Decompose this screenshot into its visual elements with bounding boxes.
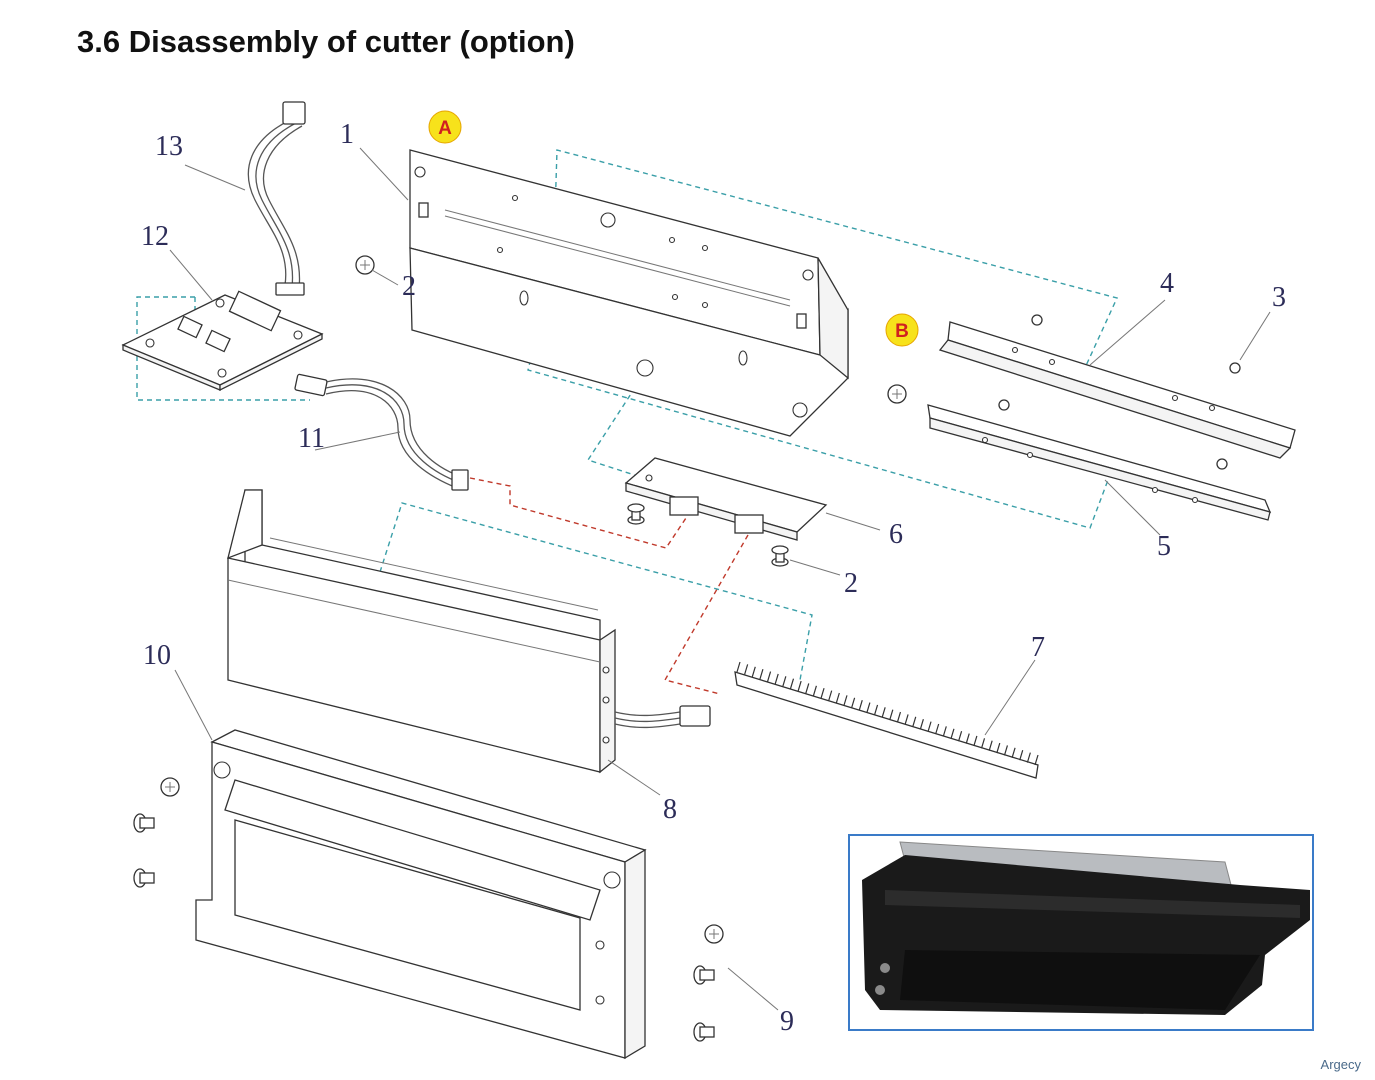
blade-tooth xyxy=(1034,754,1039,766)
connector-13-top xyxy=(282,101,306,125)
blade-tooth xyxy=(782,676,787,687)
part-12-pcb xyxy=(121,249,324,392)
part-11-cable xyxy=(294,373,469,491)
blade-tooth xyxy=(1011,747,1016,759)
part-6-sensor-board xyxy=(624,457,881,541)
blade-tooth xyxy=(881,707,886,718)
callout-2b: 2 xyxy=(844,568,858,599)
blade-tooth xyxy=(812,685,817,697)
callout-4: 4 xyxy=(1160,268,1174,299)
blade-tooth xyxy=(927,721,932,732)
part-5-rail xyxy=(927,404,1272,536)
callout-13: 13 xyxy=(155,131,183,162)
part-9-screws xyxy=(133,777,779,1042)
blade-tooth xyxy=(1026,752,1031,763)
blade-tooth xyxy=(835,692,840,704)
blade-tooth xyxy=(980,738,986,749)
part-2-screws xyxy=(355,255,907,576)
blade-tooth xyxy=(820,688,825,699)
callout-11: 11 xyxy=(298,423,325,454)
blade-tooth xyxy=(851,697,856,708)
blade-tooth xyxy=(973,735,978,747)
watermark: Argecy xyxy=(1320,1057,1361,1072)
blade-tooth xyxy=(988,740,993,751)
blade-tooth xyxy=(789,678,795,689)
cutter-photo-inset xyxy=(848,834,1314,1031)
callout-9: 9 xyxy=(780,1006,794,1037)
callout-3: 3 xyxy=(1272,282,1286,313)
blade-tooth xyxy=(866,702,871,713)
part-1-bracket xyxy=(359,147,849,437)
callout-7: 7 xyxy=(1031,632,1045,663)
blade-tooth xyxy=(858,699,863,711)
blade-tooth xyxy=(942,726,947,737)
blade-tooth xyxy=(904,714,909,725)
blade-tooth xyxy=(843,695,848,706)
blade-tooth xyxy=(965,733,970,744)
part-10-frame xyxy=(174,669,647,1060)
badge-b: B xyxy=(885,313,919,347)
blade-tooth xyxy=(889,709,894,720)
part-7-blade xyxy=(734,659,1039,779)
callout-10: 10 xyxy=(143,640,171,671)
callout-12: 12 xyxy=(141,221,169,252)
badge-a: A xyxy=(428,110,462,144)
blade-tooth xyxy=(736,661,741,673)
connector-13-bottom xyxy=(275,282,305,296)
red-guide-lines xyxy=(469,477,749,695)
part-8-cutter-body xyxy=(227,489,711,796)
blade-tooth xyxy=(912,716,917,728)
blade-tooth xyxy=(744,664,749,675)
page-title: 3.6 Disassembly of cutter (option) xyxy=(77,24,575,59)
blade-tooth xyxy=(950,728,955,739)
part-13-cable xyxy=(184,101,306,296)
blade-tooth xyxy=(919,719,924,730)
part-4-rail xyxy=(938,299,1296,459)
callout-8: 8 xyxy=(663,794,677,825)
blade-tooth xyxy=(873,704,879,716)
blade-tooth xyxy=(751,666,756,677)
blade-tooth xyxy=(828,690,833,701)
blade-tooth xyxy=(958,730,963,742)
blade-tooth xyxy=(896,711,902,723)
blade-tooth xyxy=(805,683,810,694)
blade-tooth xyxy=(759,668,764,680)
blade-tooth xyxy=(766,671,772,682)
badge-b-label: B xyxy=(895,321,909,342)
blade-tooth xyxy=(797,680,802,692)
blade-tooth xyxy=(774,673,779,685)
blade-tooth xyxy=(1019,750,1024,761)
blade-tooth xyxy=(1003,745,1009,756)
badge-a-label: A xyxy=(438,118,452,139)
callout-1: 1 xyxy=(340,119,354,150)
callout-6: 6 xyxy=(889,519,903,550)
blade-tooth xyxy=(996,742,1001,754)
callout-2a: 2 xyxy=(402,271,416,302)
callout-5: 5 xyxy=(1157,531,1171,562)
part-3-screws xyxy=(998,311,1271,470)
blade-tooth xyxy=(935,723,940,735)
